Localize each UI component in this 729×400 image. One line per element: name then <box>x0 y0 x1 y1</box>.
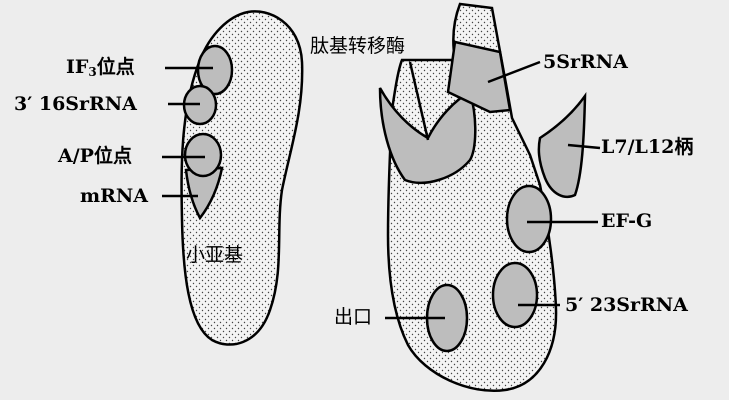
leader-peptidyl <box>408 61 430 141</box>
label-23s-rrna: 5′ 23SrRNA <box>565 294 688 316</box>
label-exit: 出口 <box>334 306 373 328</box>
label-l7l12-stalk: L7/L12柄 <box>601 136 694 158</box>
efg-region <box>505 184 553 254</box>
leader-l7l12 <box>567 143 601 150</box>
peptidyl-transferase-region <box>378 87 477 185</box>
if3-site-region <box>196 44 234 96</box>
label-if3-site: IF3位点 <box>66 56 135 79</box>
ap-site-region <box>183 132 223 178</box>
rrna5s-region <box>446 40 512 114</box>
leader-5s <box>487 60 541 84</box>
label-small-subunit: 小亚基 <box>186 244 244 266</box>
label-peptidyl-transferase: 肽基转移酶 <box>310 35 406 57</box>
label-5s-rrna: 5SrRNA <box>543 51 628 73</box>
label-efg: EF-G <box>601 210 653 232</box>
l7l12-stalk-region <box>537 91 587 199</box>
label-16s-rrna: 3′ 16SrRNA <box>14 93 137 115</box>
label-mrna: mRNA <box>80 185 149 207</box>
mrna-region <box>184 166 224 221</box>
rrna23s-region <box>491 261 539 329</box>
label-ap-site: A/P位点 <box>58 145 132 167</box>
